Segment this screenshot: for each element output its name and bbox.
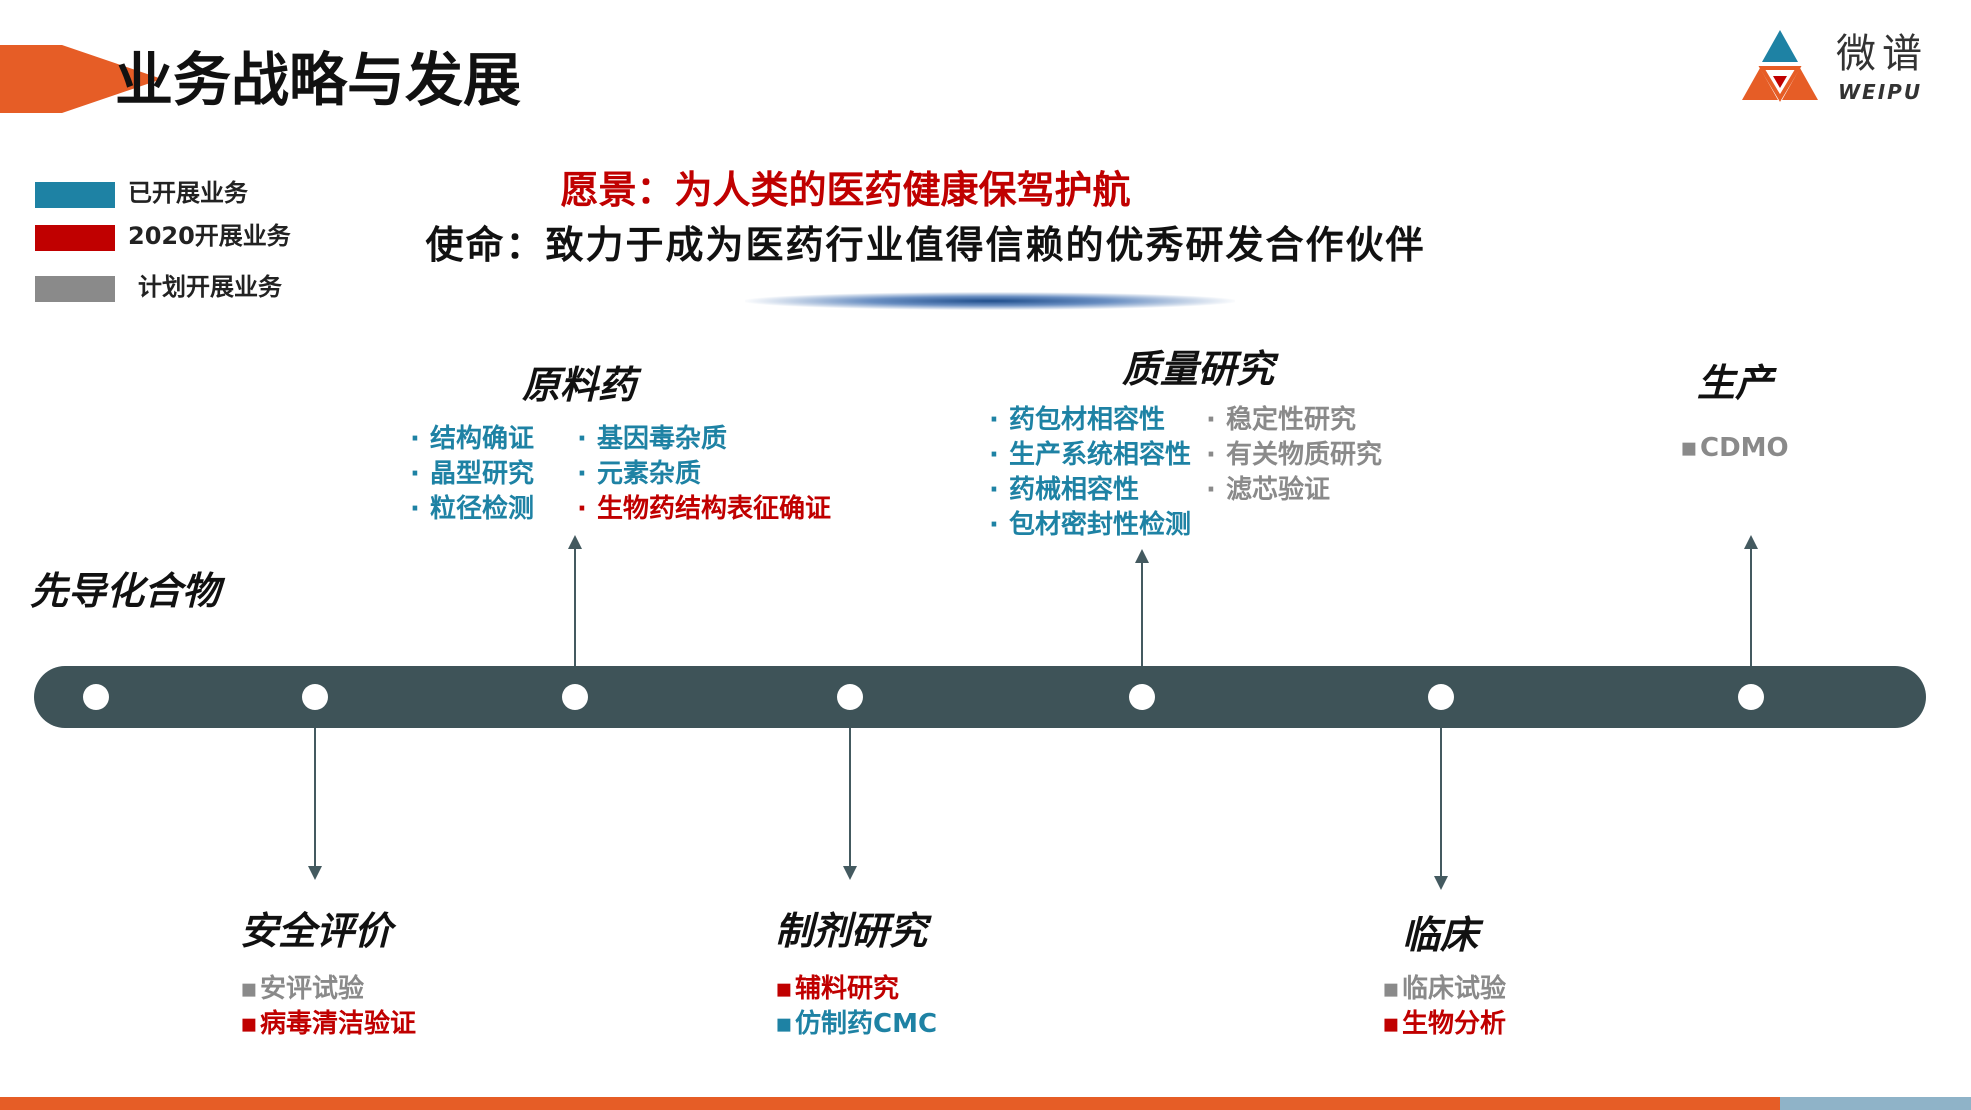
decorative-swoosh (745, 292, 1235, 310)
list-item: ·滤芯验证 (1206, 475, 1331, 505)
list-item: ·包材密封性检测 (989, 510, 1192, 540)
timeline-node-safety (302, 684, 328, 710)
weipu-logo-icon (1740, 28, 1820, 108)
legend-swatch-planned (35, 276, 115, 302)
connector-api (574, 546, 576, 666)
legend-swatch-ongoing (35, 182, 115, 208)
stage-formulation-title: 制剂研究 (775, 909, 928, 953)
vision-statement: 愿景：为人类的医药健康保驾护航 (560, 168, 1131, 212)
legend-swatch-2020 (35, 225, 115, 251)
page-title: 业务战略与发展 (115, 46, 522, 114)
timeline-node-clinical (1428, 684, 1454, 710)
list-item: ▪安评试验 (240, 974, 365, 1004)
quality-list-col2: ·稳定性研究 ·有关物质研究 ·滤芯验证 (1206, 403, 1382, 508)
api-list-col1: ·结构确证 ·晶型研究 ·粒径检测 (410, 422, 534, 527)
stage-clinical-title: 临床 (1402, 913, 1479, 957)
stage-lead-compound: 先导化合物 (30, 569, 221, 613)
timeline-bar (34, 666, 1926, 728)
stage-safety-title: 安全评价 (240, 909, 393, 953)
list-item: ·粒径检测 (410, 494, 535, 524)
list-item: ▪仿制药CMC (775, 1009, 938, 1039)
connector-quality (1141, 560, 1143, 666)
list-item: ▪生物分析 (1382, 1009, 1507, 1039)
timeline-node-production (1738, 684, 1764, 710)
connector-production (1750, 546, 1752, 666)
list-item: ·晶型研究 (410, 459, 535, 489)
list-item: ·药包材相容性 (989, 405, 1166, 435)
title-accent-bar (0, 45, 62, 113)
logo-english-text: WEIPU (1838, 80, 1923, 104)
timeline-node-quality (1129, 684, 1155, 710)
stage-quality-title: 质量研究 (1122, 347, 1275, 391)
list-item: ▪病毒清洁验证 (240, 1009, 417, 1039)
connector-safety (314, 728, 316, 870)
timeline-node-formulation (837, 684, 863, 710)
title-accent-arrow (62, 45, 162, 113)
list-item: ·生产系统相容性 (989, 440, 1192, 470)
safety-list: ▪安评试验 ▪病毒清洁验证 (240, 972, 416, 1042)
list-item: ▪临床试验 (1382, 974, 1507, 1004)
connector-formulation (849, 728, 851, 870)
list-item: ▪CDMO (1680, 433, 1789, 463)
connector-clinical (1440, 728, 1442, 880)
footer-bar-accent (1780, 1097, 1971, 1110)
arrow-up-icon (1744, 535, 1758, 549)
list-item: ·有关物质研究 (1206, 440, 1383, 470)
arrow-down-icon (843, 866, 857, 880)
clinical-list: ▪临床试验 ▪生物分析 (1382, 972, 1506, 1042)
api-list-col2: ·基因毒杂质 ·元素杂质 ·生物药结构表征确证 (577, 422, 831, 527)
legend-label-ongoing: 已开展业务 (128, 179, 248, 207)
timeline-node-api (562, 684, 588, 710)
stage-production-title: 生产 (1697, 361, 1774, 405)
list-item: ·稳定性研究 (1206, 405, 1357, 435)
list-item: ·元素杂质 (577, 459, 702, 489)
footer-bar (0, 1097, 1780, 1110)
arrow-down-icon (1434, 876, 1448, 890)
list-item: ·药械相容性 (989, 475, 1140, 505)
quality-list-col1: ·药包材相容性 ·生产系统相容性 ·药械相容性 ·包材密封性检测 (989, 403, 1191, 543)
legend-label-2020: 2020开展业务 (128, 222, 291, 250)
arrow-down-icon (308, 866, 322, 880)
timeline-node-lead (83, 684, 109, 710)
formulation-list: ▪辅料研究 ▪仿制药CMC (775, 972, 937, 1042)
production-list: ▪CDMO (1680, 431, 1789, 466)
arrow-up-icon (1135, 549, 1149, 563)
list-item: ▪辅料研究 (775, 974, 900, 1004)
arrow-up-icon (568, 535, 582, 549)
list-item: ·基因毒杂质 (577, 424, 728, 454)
stage-api-title: 原料药 (522, 363, 637, 407)
logo-chinese-text: 微谱 (1836, 31, 1928, 77)
mission-statement: 使命：致力于成为医药行业值得信赖的优秀研发合作伙伴 (425, 223, 1426, 267)
list-item: ·结构确证 (410, 424, 535, 454)
list-item: ·生物药结构表征确证 (577, 494, 832, 524)
legend-label-planned: 计划开展业务 (138, 273, 282, 301)
